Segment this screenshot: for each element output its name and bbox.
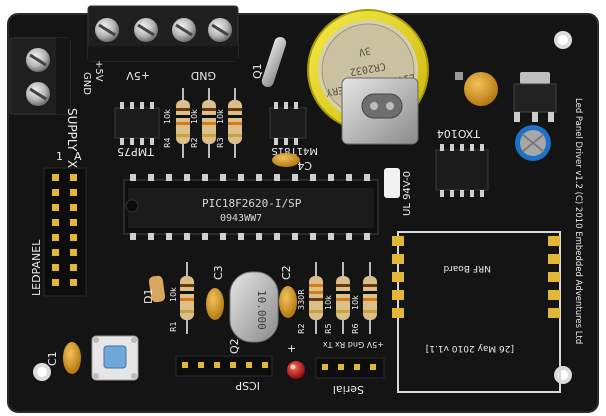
- label-icsp: ICSP: [235, 379, 260, 392]
- label-r4-val: 10k: [163, 109, 172, 124]
- resistors-bottom: [309, 262, 377, 334]
- label-gnd-left: GND: [81, 72, 92, 95]
- ic-tmp75: [114, 102, 160, 145]
- ledpanel-header: [43, 167, 87, 297]
- label-c1: C1: [46, 351, 59, 366]
- label-ul-mark: UL 94V-0: [402, 171, 413, 216]
- mcu-chip: PIC18F2620-I/SP 0943WW7: [123, 174, 379, 240]
- crystal-label: 10.000: [255, 290, 268, 330]
- label-q2: Q2: [228, 338, 241, 354]
- crystal-q1: [261, 36, 287, 88]
- label-q1: Q1: [251, 63, 264, 79]
- reset-button: [91, 335, 139, 381]
- svg-text:+: +: [287, 342, 296, 355]
- label-r6: R6: [351, 323, 360, 334]
- crystal-10mhz: 10.000: [229, 271, 279, 343]
- label-c4: C4: [297, 159, 312, 172]
- tantalum-capacitor: [464, 72, 498, 106]
- capacitor-c3: [206, 288, 224, 320]
- label-plus-v-left: +5V: [93, 60, 104, 82]
- label-c2: C2: [280, 265, 293, 280]
- mcu-label-line2: 0943WW7: [220, 213, 262, 224]
- resistors-top: [176, 88, 242, 158]
- label-plus-5v: +5V: [126, 69, 150, 82]
- icsp-header: [175, 355, 273, 377]
- label-gnd-top: GND: [191, 69, 216, 82]
- capacitor-c2: [279, 286, 297, 318]
- label-r6-val: 10k: [351, 295, 360, 310]
- battery-text-3: 3V: [358, 44, 372, 57]
- label-r2b-val: 330R: [297, 289, 306, 310]
- label-m41t81s: M41T81S: [271, 145, 318, 156]
- label-r5: R5: [324, 323, 333, 334]
- label-r3: R3: [216, 137, 225, 148]
- battery-holder: LITHIUM BATTERY CR2032 3V: [307, 9, 429, 145]
- label-serial: Serial: [333, 383, 364, 396]
- ic-m41t81s: [269, 102, 307, 145]
- serial-header: [315, 357, 385, 379]
- label-r2: R2: [190, 137, 199, 148]
- voltage-regulator: [513, 72, 557, 122]
- label-pin-a: A: [74, 150, 82, 163]
- label-c3: C3: [212, 265, 225, 280]
- label-r2b: R2: [297, 323, 306, 334]
- label-r4: R4: [163, 137, 172, 148]
- terminal-block-supply: [9, 37, 71, 115]
- label-r1-val: 10k: [169, 287, 178, 302]
- label-nrf-board: NRF Board: [444, 263, 491, 273]
- label-r1: R1: [169, 321, 178, 332]
- terminal-block-top: [87, 5, 239, 62]
- label-d1: D1: [142, 289, 155, 304]
- label-r3-val: 10k: [216, 109, 225, 124]
- label-r2-val: 10k: [190, 109, 199, 124]
- label-supply: SUPPLY: [65, 108, 79, 152]
- capacitor-c4: [272, 153, 300, 167]
- mcu-label-line1: PIC18F2620-I/SP: [202, 197, 302, 210]
- nrf-board-footprint: [392, 231, 561, 393]
- label-x-mark: X: [65, 160, 79, 168]
- resistor-r1: [180, 262, 194, 334]
- ic-txo104: [435, 144, 489, 197]
- capacitor-c1: [63, 342, 81, 374]
- electrolytic-capacitor: [515, 125, 551, 161]
- power-led: +: [287, 342, 305, 379]
- label-build-date: [26 May 2010 v1.1]: [426, 343, 514, 353]
- label-ledpanel: LEDPANEL: [30, 239, 43, 296]
- label-serial-pins: +5V Gnd Rx Tx: [323, 340, 384, 349]
- label-r5-val: 10k: [324, 295, 333, 310]
- ul-sticker: [384, 168, 400, 198]
- label-txo104: TXO104: [437, 127, 481, 140]
- label-product: Led Panel Driver v1.2 (C) 2010 Embedded …: [573, 98, 583, 344]
- label-tmp75: TMP75: [117, 145, 155, 158]
- diode-d1: [148, 275, 166, 303]
- label-pin-1: 1: [56, 150, 63, 163]
